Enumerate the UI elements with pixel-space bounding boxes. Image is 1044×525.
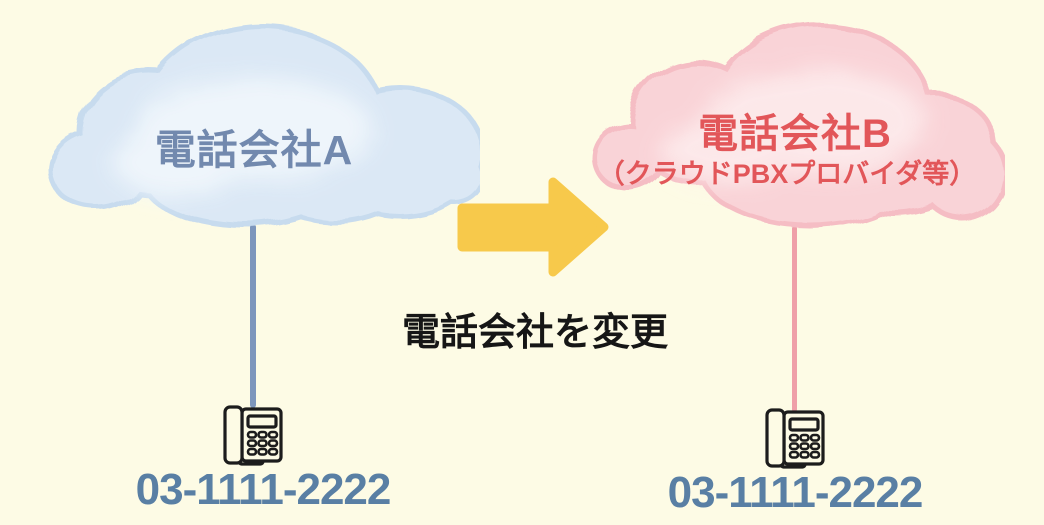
right-phone-number: 03-1111-2222: [667, 468, 924, 517]
right-cloud-label: 電話会社B: [698, 112, 892, 156]
right-connection-line: [792, 226, 797, 412]
left-cloud-label: 電話会社A: [154, 127, 354, 173]
cloud-shape: [592, 23, 1005, 229]
right-cloud: [592, 23, 1005, 229]
left-cloud: [48, 24, 480, 229]
right-cloud-sublabel: （クラウドPBXプロバイダ等）: [597, 159, 977, 189]
left-connection-line: [250, 224, 256, 408]
desk-phone-icon: [765, 408, 825, 469]
left-phone-number: 03-1111-2222: [135, 465, 392, 514]
desk-phone-icon: [223, 405, 283, 466]
cloud-shape: [48, 24, 480, 229]
right-arrow-icon: [457, 177, 609, 277]
arrow-caption: 電話会社を変更: [401, 312, 668, 354]
